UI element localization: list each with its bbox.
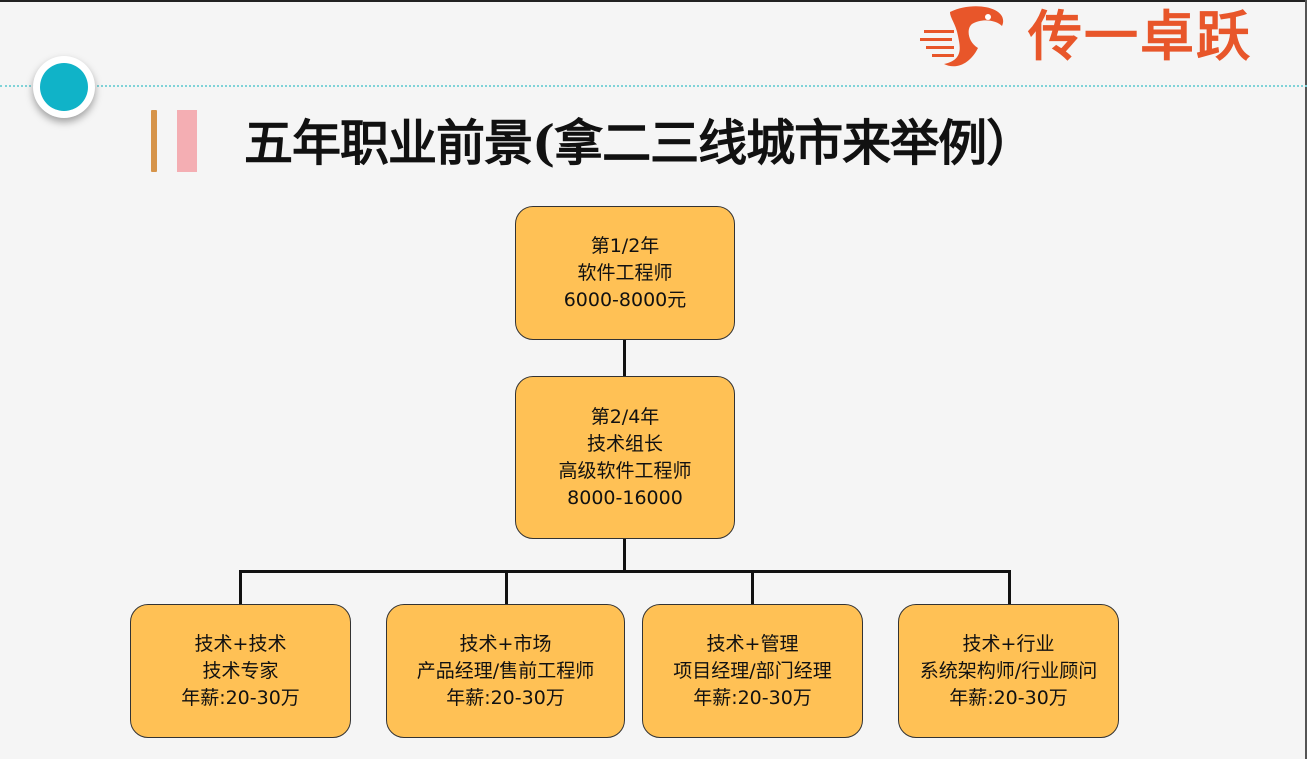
node-tech-tech: 技术+技术 技术专家 年薪:20-30万 bbox=[130, 604, 351, 738]
node-line: 系统架构师/行业顾问 bbox=[919, 659, 1098, 682]
node-line: 6000-8000元 bbox=[563, 288, 687, 311]
node-line: 技术+市场 bbox=[459, 632, 552, 655]
brand-logo-text: 传一卓跃 bbox=[1028, 5, 1252, 68]
connector-leaf-1 bbox=[239, 570, 242, 605]
node-line: 技术+管理 bbox=[706, 632, 799, 655]
node-line: 8000-16000 bbox=[567, 486, 683, 509]
teal-circle-icon bbox=[33, 56, 95, 118]
node-tech-industry: 技术+行业 系统架构师/行业顾问 年薪:20-30万 bbox=[898, 604, 1119, 738]
node-line: 软件工程师 bbox=[577, 261, 673, 284]
node-line: 技术+技术 bbox=[194, 632, 287, 655]
node-year-1-2: 第1/2年 软件工程师 6000-8000元 bbox=[515, 206, 735, 340]
node-line: 年薪:20-30万 bbox=[181, 686, 300, 709]
node-line: 年薪:20-30万 bbox=[693, 686, 812, 709]
teal-circle-inner bbox=[40, 63, 88, 111]
node-line: 年薪:20-30万 bbox=[446, 686, 565, 709]
node-tech-market: 技术+市场 产品经理/售前工程师 年薪:20-30万 bbox=[386, 604, 625, 738]
connector-root-mid bbox=[623, 339, 626, 377]
node-line: 高级软件工程师 bbox=[558, 459, 692, 482]
connector-leaf-3 bbox=[751, 570, 754, 605]
node-line: 项目经理/部门经理 bbox=[673, 659, 832, 682]
page-title: 五年职业前景(拿二三线城市来举例） bbox=[244, 114, 1035, 172]
bird-logo-icon bbox=[920, 6, 1004, 67]
node-line: 技术组长 bbox=[586, 432, 663, 455]
connector-horizontal bbox=[239, 570, 1011, 573]
connector-mid-trunk bbox=[623, 538, 626, 572]
connector-leaf-4 bbox=[1008, 570, 1011, 605]
brand-logo: 传一卓跃 bbox=[920, 2, 1305, 72]
node-line: 产品经理/售前工程师 bbox=[416, 659, 595, 682]
connector-leaf-2 bbox=[505, 570, 508, 605]
right-border bbox=[1305, 0, 1307, 759]
node-tech-management: 技术+管理 项目经理/部门经理 年薪:20-30万 bbox=[642, 604, 863, 738]
node-line: 技术+行业 bbox=[962, 632, 1055, 655]
node-line: 第1/2年 bbox=[590, 234, 660, 257]
title-accent-bar-brown bbox=[151, 110, 157, 172]
node-line: 年薪:20-30万 bbox=[949, 686, 1068, 709]
title-accent-bar-pink bbox=[177, 110, 197, 172]
node-line: 技术专家 bbox=[202, 659, 279, 682]
header-dotted-divider bbox=[0, 85, 1307, 87]
node-line: 第2/4年 bbox=[590, 405, 660, 428]
top-border bbox=[0, 0, 1307, 2]
node-year-2-4: 第2/4年 技术组长 高级软件工程师 8000-16000 bbox=[515, 376, 735, 539]
